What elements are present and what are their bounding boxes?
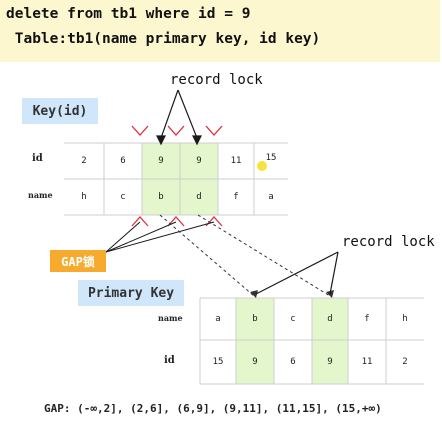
primary-id-cell: 6: [290, 357, 296, 367]
secondary-name-cell: d: [196, 192, 202, 202]
primary-id-cell: 2: [402, 357, 408, 367]
secondary-id-cell: 2: [81, 156, 87, 166]
primary-name-cell: f: [364, 314, 370, 324]
primary-key-tag: Primary Key: [78, 280, 184, 306]
primary-id-cell: 15: [212, 357, 224, 367]
primary-id-cell: 9: [327, 357, 333, 367]
dashed-index-links: [159, 214, 331, 297]
gap-lock-tag: GAP锁: [50, 250, 106, 272]
primary-highlight-d: [312, 298, 348, 384]
dashed-arrowhead-1: [250, 290, 258, 298]
primary-name-cell: h: [402, 314, 408, 324]
secondary-id-cell: 11: [230, 156, 242, 166]
sql-header: delete from tb1 where id = 9 Table:tb1(n…: [0, 0, 440, 62]
primary-highlight-b: [236, 298, 274, 384]
secondary-name-cell: h: [81, 192, 87, 202]
primary-id-row-label: id: [164, 355, 175, 366]
secondary-name-cell: b: [158, 192, 164, 202]
secondary-id-cell: 6: [120, 156, 126, 166]
primary-name-row-label: name: [158, 313, 183, 323]
secondary-name-cell: a: [268, 192, 274, 202]
secondary-index-grid: [64, 142, 288, 216]
secondary-id-cell: 9: [196, 156, 202, 166]
secondary-id-cell: 9: [158, 156, 164, 166]
cursor-dot: [257, 161, 267, 171]
record-lock-arrows-top: [156, 89, 202, 146]
record-lock-arrows-right: [255, 251, 339, 295]
primary-name-cell: c: [290, 314, 296, 324]
primary-id-cell: 9: [252, 357, 258, 367]
primary-name-cell: b: [252, 314, 258, 324]
gap-markers-secondary: [131, 125, 223, 136]
primary-name-cell: d: [327, 314, 333, 324]
record-lock-label-right: record lock: [342, 234, 435, 250]
table-definition: Table:tb1(name primary key, id key): [6, 31, 321, 47]
secondary-name-cell: f: [233, 192, 239, 202]
secondary-name-row-label: name: [28, 190, 53, 200]
key-id-tag: Key(id): [22, 98, 98, 124]
primary-id-cell: 11: [361, 357, 373, 367]
primary-index-grid: [199, 297, 424, 385]
secondary-id-cell: 15: [265, 153, 277, 163]
primary-name-cell: a: [215, 314, 221, 324]
gap-pointer-lines: [105, 221, 215, 253]
secondary-name-cell: c: [120, 192, 126, 202]
secondary-id-row-label: id: [32, 153, 43, 164]
record-lock-label-top: record lock: [170, 72, 263, 88]
sql-statement: delete from tb1 where id = 9: [6, 6, 251, 22]
gap-ranges-text: GAP: (-∞,2], (2,6], (6,9], (9,11], (11,1…: [44, 402, 382, 415]
